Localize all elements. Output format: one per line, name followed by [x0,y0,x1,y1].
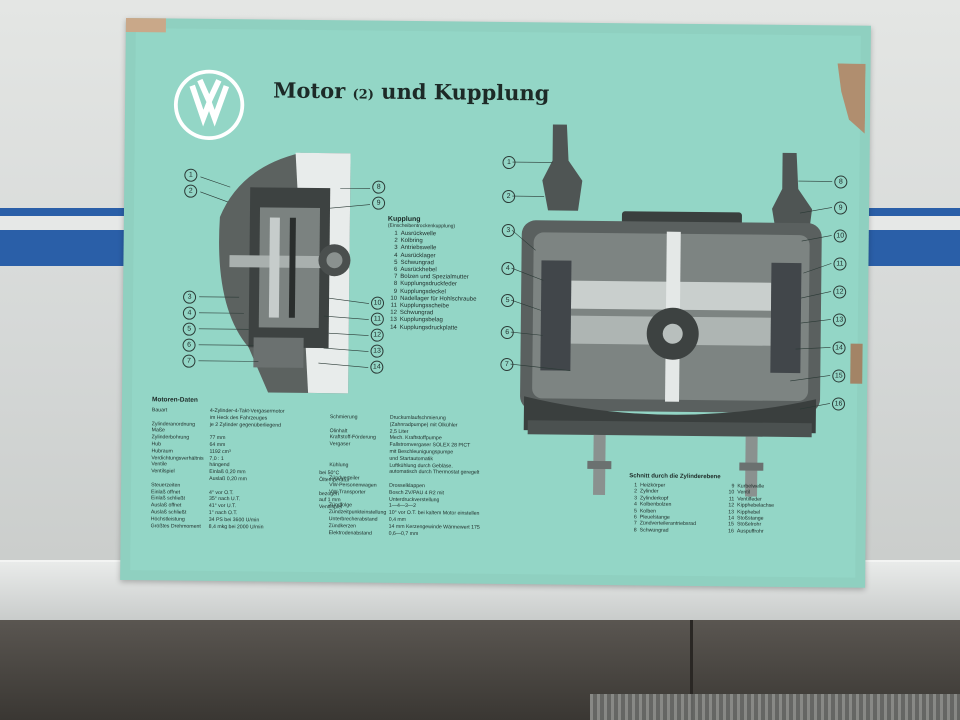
plank-gap [690,620,693,720]
title-main: Motor [273,77,346,104]
schnitt-heading: Schnitt durch die Zylinderebene [629,473,721,481]
callout-right-15: 15 [832,369,846,383]
item-label: Kupplungsdruckplatte [399,324,458,332]
item-number: 9 [393,288,398,295]
callout-left-4: 4 [182,306,196,320]
title-rest: und Kupplung [381,78,550,106]
item-number: 7 [393,274,398,281]
poster-title: Motor (2) und Kupplung [273,78,549,106]
item-number: 3 [394,245,398,252]
item-number: 6 [394,266,398,273]
title-number: (2) [352,87,374,103]
callout-right-5: 5 [500,293,515,308]
callout-left-8: 8 [372,180,386,194]
row-value: 0,6—0,7 mm [388,530,419,537]
item-number: 2 [394,238,398,245]
callout-right-11: 11 [833,257,847,271]
item-number: 16 [728,528,734,535]
row-value: automatisch durch Thermostat geregelt [389,469,480,477]
callout-left-12: 12 [370,328,384,342]
callout-right-2: 2 [502,189,516,204]
kupplung-subheading: (Einscheibentrockenkupplung) [387,222,456,230]
item-number: 8 [393,281,398,288]
poster-tear-right [850,343,863,384]
callout-left-9: 9 [372,196,386,210]
callout-right-7: 7 [500,357,514,372]
item-label: Schwungrad [639,527,669,534]
engine-cutaway-diagram [510,124,833,497]
poster: Motor (2) und Kupplung [120,18,871,588]
row-key: Elektrodenabstand [328,529,372,537]
item-number: 8 [633,527,637,534]
item-number: 14 [390,324,397,331]
callout-right-3: 3 [501,223,515,238]
floor-grate [590,694,960,720]
item-number: 11 [390,302,398,309]
callout-right-1: 1 [502,155,516,170]
poster-surface: Motor (2) und Kupplung [130,28,861,578]
callout-right-10: 10 [833,229,847,243]
callout-right-4: 4 [501,261,515,276]
motoren-daten-heading: Motoren-Daten [151,396,198,404]
callout-right-12: 12 [833,285,847,299]
right-callouts: 1 2 3 4 5 6 7 8 9 10 11 12 13 14 15 16 [136,28,861,411]
callout-left-6: 6 [182,338,196,352]
callout-right-6: 6 [500,325,514,340]
callout-left-13: 13 [370,344,384,358]
vw-logo-icon [173,69,245,141]
item-number: 1 [394,230,398,237]
callout-left-14: 14 [370,360,384,374]
item-number: 4 [394,252,398,259]
item-label: Auspuffrohr [736,528,764,535]
callout-left-10: 10 [370,296,385,310]
callout-right-16: 16 [831,397,846,411]
callout-left-1: 1 [184,168,198,182]
callout-left-5: 5 [182,322,196,336]
callout-left-7: 7 [182,354,196,368]
item-number: 5 [394,259,398,266]
misc-data-row: Elektrodenabstand 0,6—0,7 mm [329,530,509,539]
row-key: Größtes Drehmoment [150,522,201,530]
poster-tear-top-left [125,18,166,33]
callout-left-11: 11 [370,312,384,326]
callout-left-3: 3 [183,290,197,304]
row-value: 8,4 mkg bei 2000 U/min [208,523,264,531]
callout-right-9: 9 [833,201,848,215]
item-number: 10 [390,295,398,302]
clutch-cutaway-diagram [198,152,371,394]
callout-left-2: 2 [184,184,198,198]
callout-right-8: 8 [834,175,848,189]
callout-right-14: 14 [832,341,846,355]
left-callouts: 1 2 3 4 5 6 7 8 9 10 11 12 13 14 [136,28,861,374]
item-number: 13 [390,317,397,324]
callout-right-13: 13 [832,313,846,327]
item-number: 12 [390,310,397,317]
